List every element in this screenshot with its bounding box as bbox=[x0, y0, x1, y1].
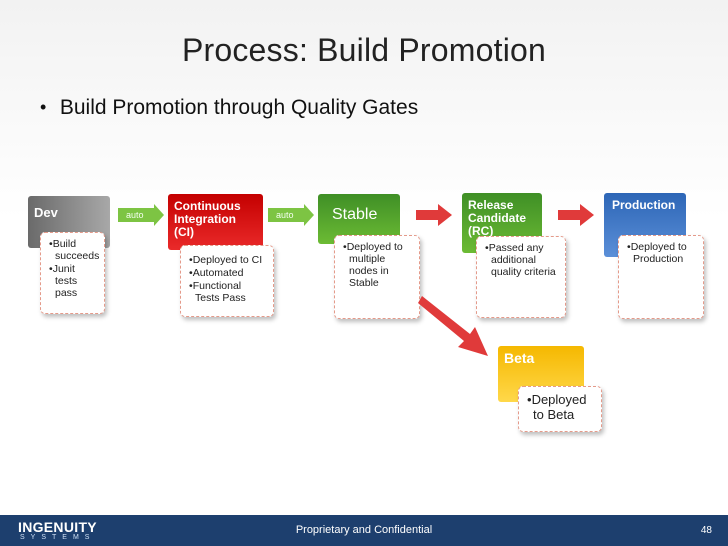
list-item: •Build succeeds bbox=[49, 238, 100, 262]
card-rc: •Passed any additional quality criteria bbox=[476, 236, 566, 318]
bullet-icon: • bbox=[40, 97, 47, 117]
list-item: •Functional Tests Pass bbox=[189, 280, 246, 304]
list-item: •Deployed to Production bbox=[627, 241, 687, 265]
auto-arrow-2: auto bbox=[268, 204, 314, 226]
company-logo-sub: SYSTEMS bbox=[20, 534, 96, 541]
arrow-stable-to-beta bbox=[418, 296, 488, 356]
arrow-rc-to-production bbox=[558, 204, 594, 226]
stage-production-label: Production bbox=[612, 198, 676, 212]
stage-beta-label: Beta bbox=[504, 350, 535, 366]
card-stable: •Deployed to multiple nodes in Stable bbox=[334, 235, 420, 319]
card-ci: •Deployed to CI •Automated •Functional T… bbox=[180, 245, 274, 317]
stage-ci: Continuous Integration (CI) bbox=[168, 194, 263, 250]
stage-ci-label: Continuous Integration (CI) bbox=[174, 199, 241, 239]
card-beta: •Deployed to Beta bbox=[518, 386, 602, 432]
stage-rc-label: Release Candidate (RC) bbox=[468, 198, 527, 238]
arrow-stable-to-rc bbox=[416, 204, 452, 226]
page-number: 48 bbox=[700, 525, 712, 536]
footer-bar: INGENUITY SYSTEMS Proprietary and Confid… bbox=[0, 515, 728, 546]
bullet-text: Build Promotion through Quality Gates bbox=[59, 96, 419, 119]
confidential-notice: Proprietary and Confidential bbox=[295, 524, 433, 536]
stage-stable-label: Stable bbox=[332, 206, 378, 223]
list-item: •Deployed to CI bbox=[189, 254, 263, 266]
card-production: •Deployed to Production bbox=[618, 235, 704, 319]
bullet-point: • Build Promotion through Quality Gates bbox=[40, 96, 418, 120]
list-item: •Passed any additional quality criteria bbox=[485, 242, 556, 278]
list-item: •Automated bbox=[189, 267, 244, 279]
list-item: •Deployed to Beta bbox=[527, 392, 587, 422]
slide-title: Process: Build Promotion bbox=[181, 32, 547, 68]
card-dev: •Build succeeds •Junit tests pass bbox=[40, 232, 105, 314]
stage-dev-label: Dev bbox=[34, 205, 58, 220]
auto-arrow-1: auto bbox=[118, 204, 164, 226]
list-item: •Deployed to multiple nodes in Stable bbox=[343, 241, 403, 289]
list-item: •Junit tests pass bbox=[49, 263, 78, 299]
company-logo: INGENUITY bbox=[18, 519, 97, 535]
